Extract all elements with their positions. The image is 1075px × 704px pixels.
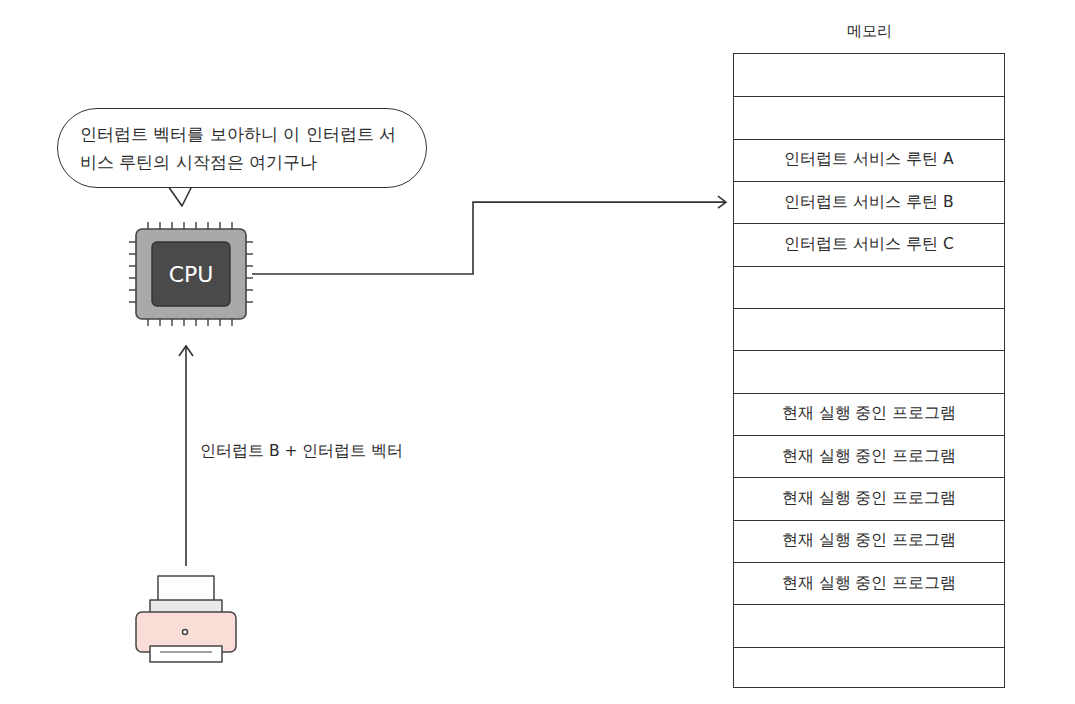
cpu-chip [129, 222, 253, 326]
row-line [734, 477, 1004, 478]
speech-text: 인터럽트 벡터를 보아하니 이 인터럽트 서비스 루틴의 시작점은 여기구나 [80, 120, 404, 176]
row-line [734, 308, 1004, 309]
printer-icon [136, 576, 236, 662]
bubble-tail [168, 186, 192, 206]
node-label: 인터럽트 서비스 루틴 A [784, 149, 953, 170]
node-label: 현재 실행 중인 프로그램 [782, 403, 957, 424]
row-line [734, 604, 1004, 605]
row-line [734, 96, 1004, 97]
memory-box: 메모리인터럽트 서비스 루틴 A인터럽트 서비스 루틴 B인터럽트 서비스 루틴… [733, 53, 1005, 688]
signal-arrow [179, 346, 193, 566]
connector-arrow [252, 196, 726, 274]
memory-cell: 인터럽트 서비스 루틴 C [734, 223, 1004, 265]
node-label: 인터럽트 서비스 루틴 C [784, 234, 954, 255]
node-label: 현재 실행 중인 프로그램 [782, 573, 957, 594]
row-line [734, 647, 1004, 648]
signal-label: 인터럽트 B + 인터럽트 벡터 [198, 441, 405, 462]
node-label: 현재 실행 중인 프로그램 [782, 446, 957, 467]
node-label: CPU [169, 262, 214, 287]
row-line [734, 393, 1004, 394]
row-line [734, 223, 1004, 224]
row-line [734, 562, 1004, 563]
memory-cell: 현재 실행 중인 프로그램 [734, 562, 1004, 604]
row-line [734, 266, 1004, 267]
speech-bubble: 인터럽트 벡터를 보아하니 이 인터럽트 서비스 루틴의 시작점은 여기구나 [57, 108, 427, 188]
memory-cell: 현재 실행 중인 프로그램 [734, 393, 1004, 435]
memory-cell: 인터럽트 서비스 루틴 B [734, 181, 1004, 223]
memory-cell: 인터럽트 서비스 루틴 A [734, 139, 1004, 181]
cpu-box: CPU [136, 229, 246, 319]
memory-cell: 현재 실행 중인 프로그램 [734, 477, 1004, 519]
row-line [734, 181, 1004, 182]
memory-title: 메모리 [734, 22, 1004, 41]
memory-cell: 현재 실행 중인 프로그램 [734, 520, 1004, 562]
row-line [734, 139, 1004, 140]
row-line [734, 435, 1004, 436]
node-label: 현재 실행 중인 프로그램 [782, 530, 957, 551]
node-label: 인터럽트 서비스 루틴 B [784, 192, 953, 213]
row-line [734, 520, 1004, 521]
memory-cell: 현재 실행 중인 프로그램 [734, 435, 1004, 477]
node-label: 현재 실행 중인 프로그램 [782, 488, 957, 509]
row-line [734, 350, 1004, 351]
